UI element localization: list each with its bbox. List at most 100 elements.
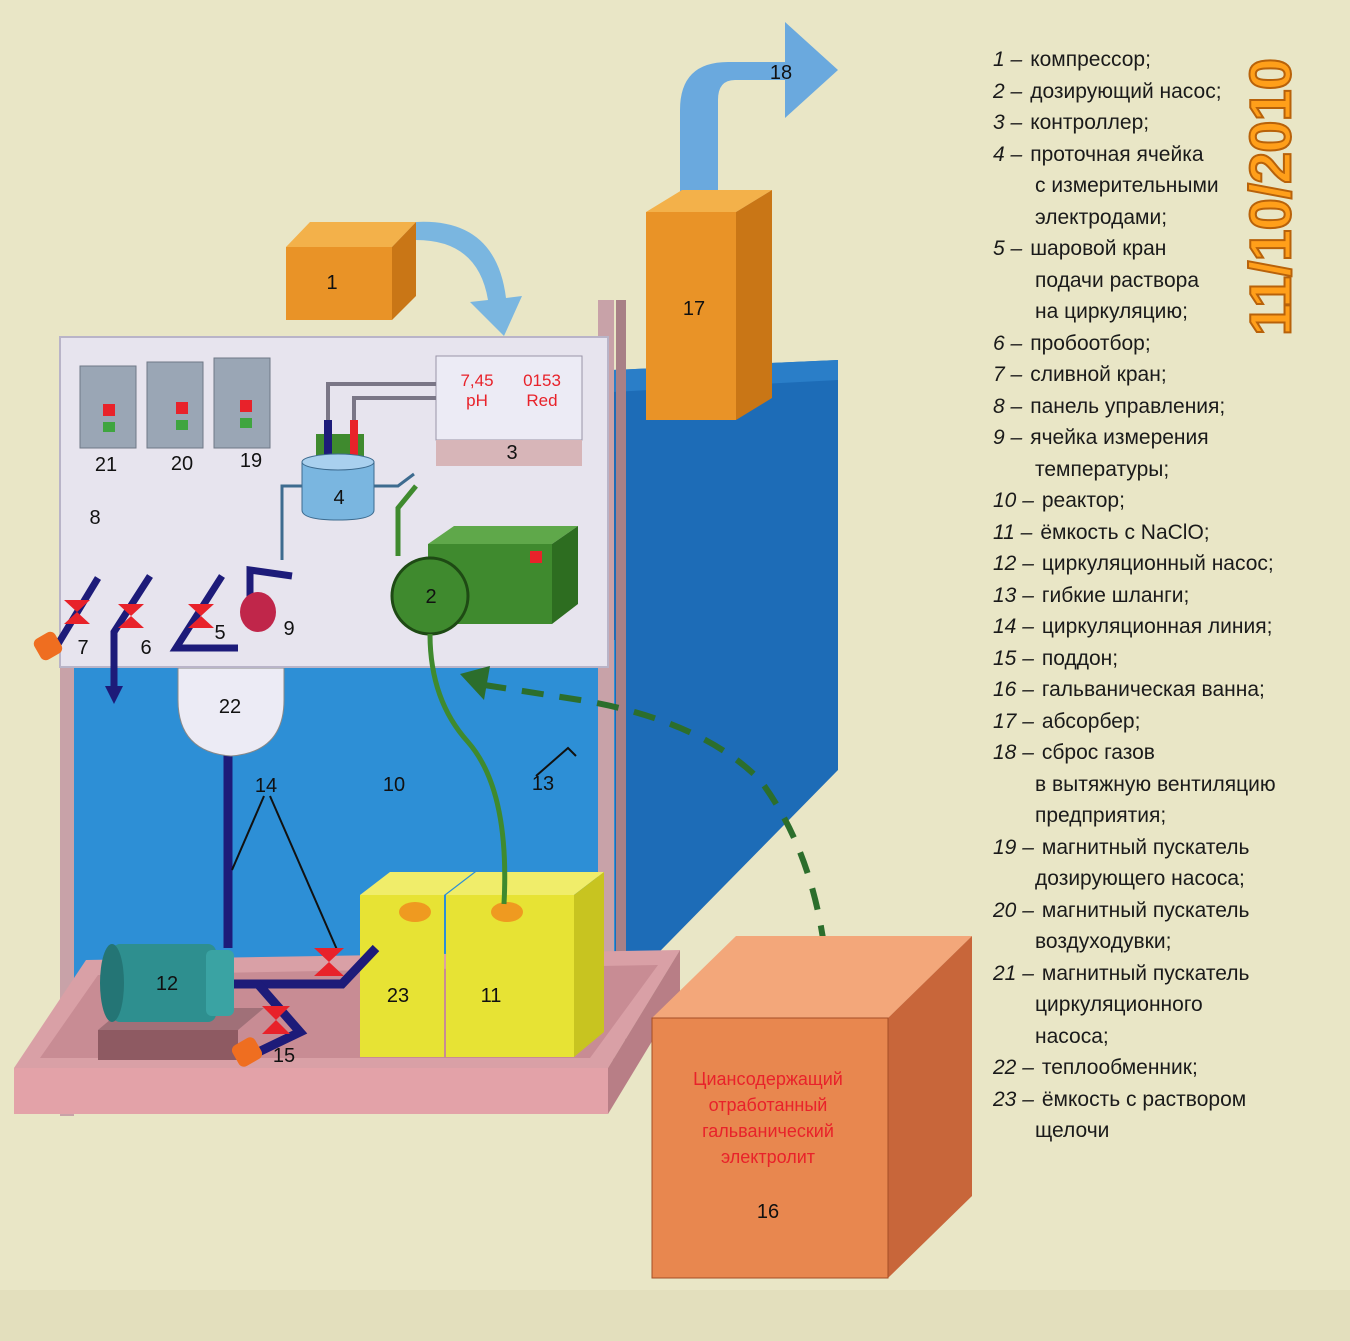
legend-number: 3 – <box>993 111 1023 134</box>
starter-20-icon <box>146 361 204 449</box>
unit-3-label: 3 <box>506 442 517 464</box>
legend-text: контроллер; <box>1030 111 1150 134</box>
absorber-side <box>736 190 772 420</box>
legend-item: 6 –пробоотбор; <box>993 328 1345 360</box>
legend-text: циркуляционная линия; <box>1041 615 1273 638</box>
legend-text: гальваническая ванна; <box>1041 678 1265 701</box>
legend-number: 7 – <box>993 363 1023 386</box>
controller-display <box>435 355 583 441</box>
legend-item: 20 – магнитный пускатель <box>993 895 1345 927</box>
legend-item: 9 – ячейка измерения <box>993 422 1345 454</box>
legend-text: теплообменник; <box>1041 1056 1198 1079</box>
legend-item-continuation: дозирующего насоса; <box>993 863 1345 895</box>
legend-item: 13 –гибкие шланги; <box>993 580 1345 612</box>
legend: 1 –компрессор;2 –дозирующий насос;3 –кон… <box>993 44 1345 1147</box>
legend-text: в вытяжную вентиляцию <box>1035 772 1276 796</box>
ball-valve-icon <box>188 604 214 628</box>
unit-1-label: 1 <box>326 272 337 294</box>
legend-item: 14 –циркуляционная линия; <box>993 611 1345 643</box>
flexible-hoses <box>395 484 508 905</box>
legend-number: 5 – <box>993 237 1023 260</box>
unit-4-label: 4 <box>333 487 344 509</box>
unit-5-label: 5 <box>214 622 225 644</box>
legend-item: 8 –панель управления; <box>993 391 1345 423</box>
legend-number: 4 – <box>993 142 1023 166</box>
ph-value: 7,45 <box>460 371 493 390</box>
legend-number: 12 – <box>993 552 1034 575</box>
legend-number: 2 – <box>993 79 1023 103</box>
legend-number: 19 – <box>993 835 1034 859</box>
legend-text: электродами; <box>1035 205 1168 229</box>
legend-number: 22 – <box>993 1056 1034 1079</box>
legend-text: поддон; <box>1041 646 1119 670</box>
legend-text: магнитный пускатель <box>1041 961 1250 985</box>
legend-number: 1 – <box>993 48 1023 71</box>
legend-text: проточная ячейка <box>1030 142 1204 166</box>
unit-9-label: 9 <box>283 618 294 640</box>
legend-text: на циркуляцию; <box>1035 300 1188 323</box>
legend-item-continuation: в вытяжную вентиляцию <box>993 769 1345 801</box>
legend-item: 22 – теплообменник; <box>993 1052 1345 1084</box>
legend-text: гибкие шланги; <box>1041 583 1190 607</box>
legend-text: циркуляционного <box>1035 993 1203 1016</box>
legend-text: дозирующий насос; <box>1030 79 1222 103</box>
legend-item-continuation: электродами; <box>993 202 1345 234</box>
gas-exhaust-arrow-icon <box>680 22 838 195</box>
legend-text: магнитный пускатель <box>1041 898 1250 922</box>
legend-item-continuation: воздуходувки; <box>993 926 1345 958</box>
legend-number: 9 – <box>993 426 1023 449</box>
legend-number: 18 – <box>993 741 1034 764</box>
unit-23-label: 23 <box>387 985 409 1007</box>
bath-label-line-4: электролит <box>721 1147 815 1167</box>
ph-label: pH <box>466 391 488 410</box>
galvanic-bath <box>651 1017 889 1279</box>
legend-item-continuation: температуры; <box>993 454 1345 486</box>
unit-20-label: 20 <box>171 453 193 475</box>
absorber-front <box>646 212 736 420</box>
controller-base <box>436 440 582 466</box>
circulation-pump <box>112 944 216 1022</box>
unit-21-label: 21 <box>95 454 117 476</box>
unit-13-label: 13 <box>532 773 554 795</box>
legend-number: 17 – <box>993 709 1034 733</box>
legend-item: 3 – контроллер; <box>993 107 1345 139</box>
legend-item: 7 – сливной кран; <box>993 359 1345 391</box>
unit-11-label: 11 <box>481 985 502 1007</box>
unit-16-label: 16 <box>757 1201 779 1223</box>
unit-7-label: 7 <box>77 637 88 659</box>
legend-number: 16 – <box>993 678 1034 701</box>
bath-label-line-2: отработанный <box>709 1095 828 1115</box>
legend-item-continuation: с измерительными <box>993 170 1345 202</box>
redox-value: 0153 <box>523 371 561 390</box>
legend-item: 11 –ёмкость с NaClO; <box>993 517 1345 549</box>
legend-item: 23 –ёмкость с раствором <box>993 1084 1345 1116</box>
unit-12-label: 12 <box>156 973 178 995</box>
legend-item: 17 –абсорбер; <box>993 706 1345 738</box>
legend-text: температуры; <box>1035 457 1170 481</box>
unit-22-label: 22 <box>219 696 241 718</box>
unit-2-label: 2 <box>425 586 436 608</box>
redox-label: Red <box>526 391 557 410</box>
unit-15-label: 15 <box>273 1045 295 1067</box>
legend-text: панель управления; <box>1030 394 1226 418</box>
legend-text: ёмкость с NaClO; <box>1040 520 1210 544</box>
legend-item: 18 –сброс газов <box>993 737 1345 769</box>
legend-text: сливной кран; <box>1030 363 1167 386</box>
reactor-side <box>612 360 838 1000</box>
unit-14-pointers <box>231 795 339 953</box>
legend-text: воздуходувки; <box>1035 930 1172 953</box>
starter-21-icon <box>79 365 137 449</box>
legend-text: дозирующего насоса; <box>1035 867 1245 890</box>
legend-number: 20 – <box>993 898 1034 922</box>
unit-14-label: 14 <box>255 775 277 797</box>
legend-text: щелочи <box>1035 1119 1110 1142</box>
legend-text: насоса; <box>1035 1024 1109 1048</box>
heat-exchanger <box>177 667 285 757</box>
legend-item-continuation: предприятия; <box>993 800 1345 832</box>
legend-text: магнитный пускатель <box>1041 835 1250 859</box>
legend-number: 10 – <box>993 489 1034 512</box>
legend-text: ячейка измерения <box>1030 426 1209 449</box>
unit-17-label: 17 <box>683 298 705 320</box>
legend-item: 4 – проточная ячейка <box>993 139 1345 171</box>
legend-number: 23 – <box>993 1087 1034 1111</box>
